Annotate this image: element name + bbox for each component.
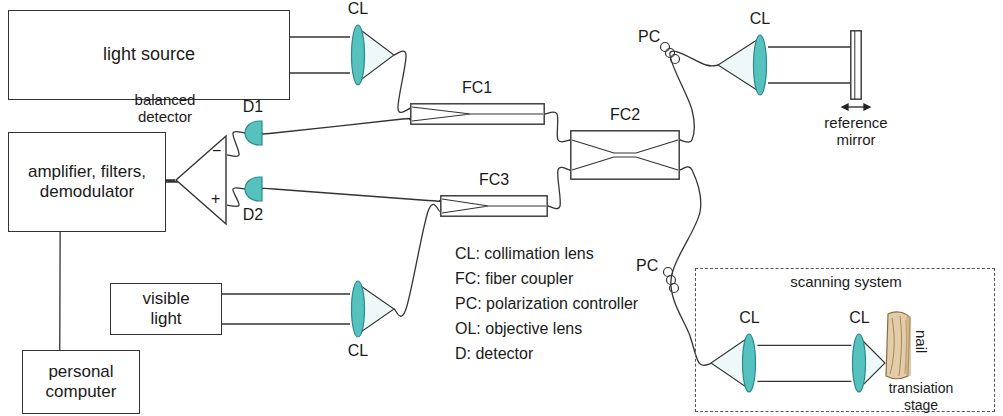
text-label: transiation stage (876, 380, 966, 414)
det-component: D1 (245, 120, 262, 146)
device-box: light source (8, 10, 290, 100)
movement-arrow (842, 104, 870, 110)
box-label: personal computer (36, 362, 126, 403)
box-label: amplifier, filters, demodulator (27, 162, 147, 203)
device-box: visible light (110, 283, 222, 335)
lensR-symbol (350, 280, 394, 338)
part-label: D1 (235, 98, 271, 116)
text-label: CL: collimation lens (455, 244, 594, 263)
fc3-symbol (440, 195, 548, 217)
lensL-symbol (711, 333, 757, 393)
fc3-component: FC3 (440, 195, 548, 217)
text-label: PC: polarization controller (455, 294, 638, 313)
text-label: PC (638, 27, 660, 46)
light-beam (290, 37, 350, 73)
lensR-symbol (350, 24, 394, 86)
text-label: − (212, 141, 221, 160)
optical-fiber (548, 167, 570, 208)
lens-component: CL (718, 34, 768, 96)
box-label: visible light (126, 289, 206, 330)
mirror-component: reference mirror (850, 30, 862, 100)
optical-fiber (227, 188, 245, 207)
lens-component: CL (711, 333, 757, 393)
fc1-symbol (410, 103, 545, 125)
det-symbol (245, 120, 262, 146)
text-label: OL: objective lens (455, 319, 582, 338)
light-beam (768, 47, 850, 83)
lensL-symbol (718, 34, 768, 96)
optical-fiber (394, 51, 410, 112)
part-label: CL (343, 342, 373, 360)
optical-fiber (227, 131, 245, 156)
box-label: light source (103, 44, 195, 66)
part-label: FC3 (464, 171, 524, 189)
part-label: CL (745, 10, 775, 28)
fc2-component: FC2 (570, 130, 680, 180)
lens-component: CL (350, 280, 394, 338)
text-label: FC: fiber coupler (455, 269, 573, 288)
optical-fiber (671, 167, 712, 366)
text-label: nail (912, 330, 930, 353)
fc1-component: FC1 (410, 103, 545, 125)
fc2-symbol (570, 130, 680, 180)
mirror-symbol (850, 30, 862, 100)
optical-fiber (59, 232, 60, 350)
part-label: FC1 (447, 79, 507, 97)
part-label: scanning system (776, 273, 916, 290)
det-component: D2 (245, 176, 262, 202)
text-label: PC (636, 256, 658, 275)
lens-component: CL (350, 24, 394, 86)
text-label: D: detector (455, 344, 533, 363)
device-box: personal computer (22, 350, 140, 414)
part-label: balanced detector (115, 91, 215, 126)
light-beam (222, 294, 350, 324)
light-beam (757, 345, 851, 381)
part-label: D2 (235, 206, 271, 224)
nail-illustration (886, 312, 911, 379)
det-symbol (245, 176, 262, 202)
device-box: amplifier, filters, demodulator (8, 132, 166, 232)
optical-fiber (260, 119, 412, 134)
optical-fiber (670, 51, 718, 142)
lens-component: CL (851, 333, 885, 393)
optical-fiber (258, 188, 443, 201)
part-label: CL (844, 309, 874, 327)
part-label: CL (734, 309, 764, 327)
optical-fiber (394, 204, 440, 316)
lensR-symbol (851, 333, 885, 393)
part-label: CL (343, 0, 373, 18)
part-label: FC2 (595, 106, 655, 124)
optical-fiber (545, 112, 570, 142)
text-label: + (211, 189, 220, 208)
part-label: reference mirror (816, 114, 896, 149)
